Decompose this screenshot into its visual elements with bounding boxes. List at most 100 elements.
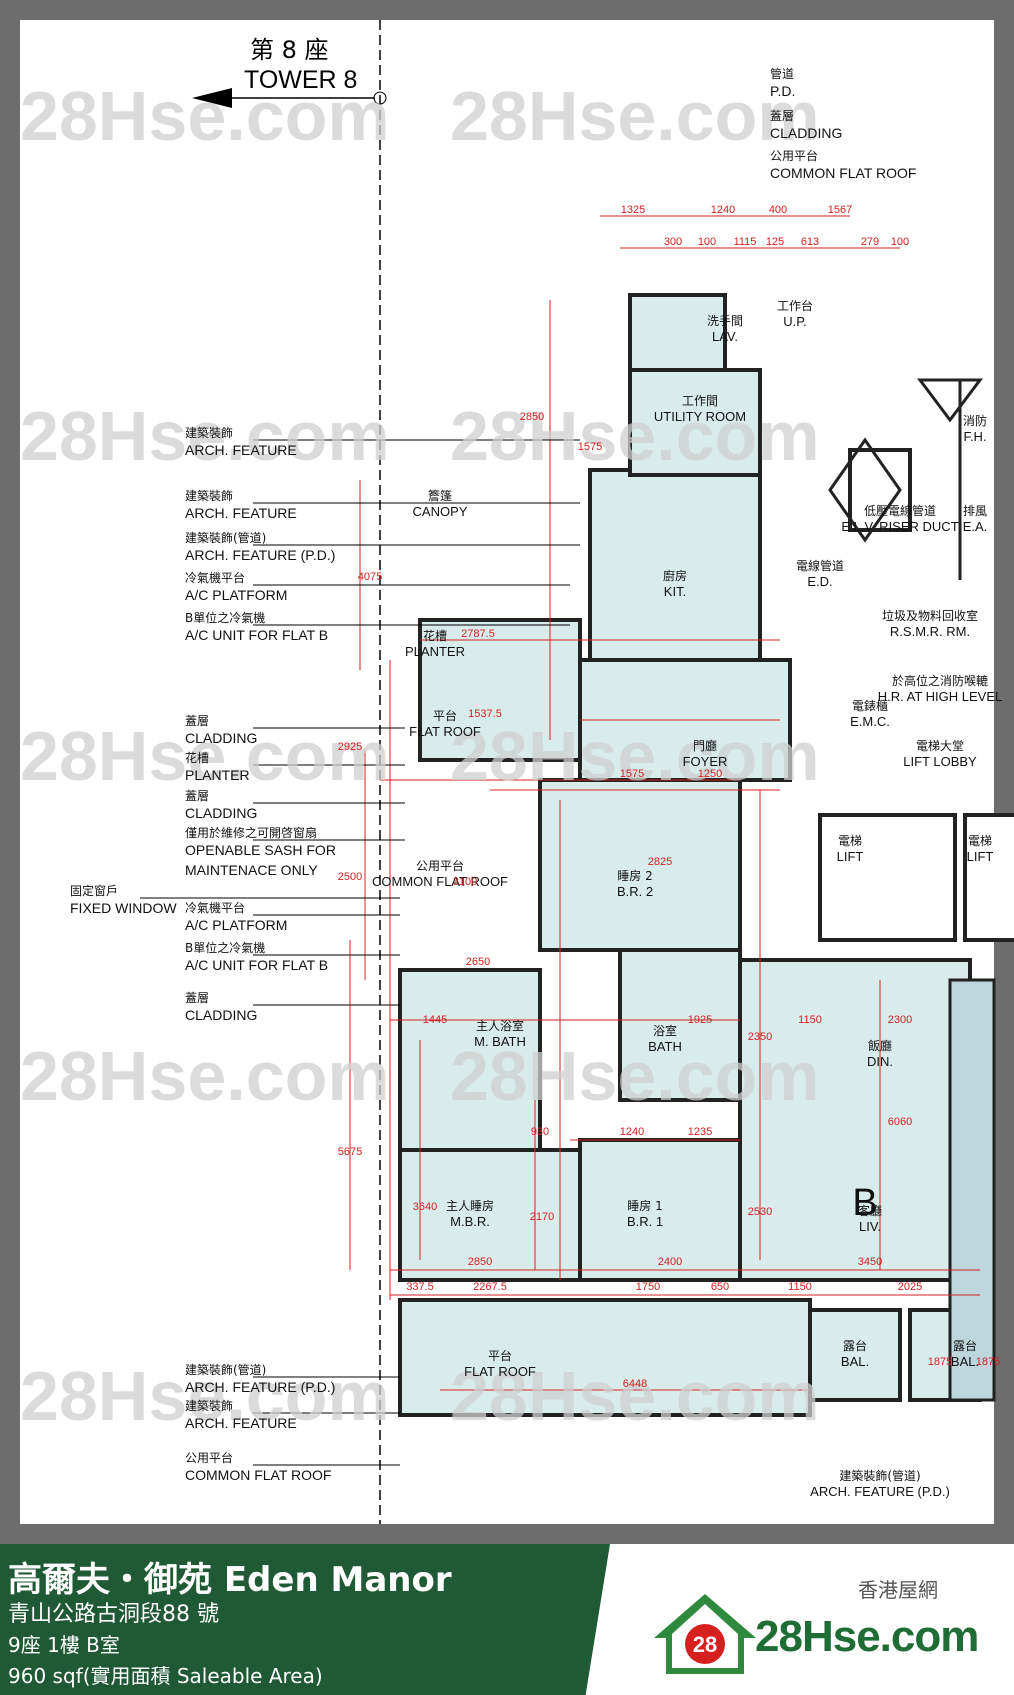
label-cn: 冷氣機平台 [185,900,245,915]
label-cn: 蓋層 [770,109,794,123]
tower-label-cn: 第 8 座 [250,36,329,64]
room-label-cn: 消防 [963,413,987,428]
watermark-text: 28Hse.com [450,1037,820,1115]
watermark-text: 28Hse.com [450,397,820,475]
dimension-label: 2170 [530,1211,554,1223]
house-logo-icon: 28 [654,1594,756,1674]
unit-info: 9座 1樓 B室 [8,1633,120,1657]
label-en: FIXED WINDOW [70,900,177,916]
room-label-cn: 飯廳 [868,1038,892,1053]
dimension-label: 1240 [711,204,735,216]
room-label-cn: 電梯 [838,834,862,848]
dimension-label: 2650 [466,956,490,968]
dimension-label: 2350 [748,1031,772,1043]
dimension-label: 2850 [468,1256,492,1268]
unit-b-rooms [398,293,982,1417]
room-label-en: ARCH. FEATURE (P.D.) [810,1484,950,1499]
room-label-cn: 露台 [843,1338,867,1353]
watermark-text: 28Hse.com [450,717,820,795]
watermark-text: 28Hse.com [20,1357,390,1435]
dimension-label: 1575 [620,768,644,780]
svg-text:28: 28 [693,1632,717,1657]
dimension-label: 5675 [338,1146,362,1158]
brand-name: 28Hse.com [755,1612,979,1661]
label-en: ARCH. FEATURE (P.D.) [185,1379,335,1395]
label-en: CLADDING [770,125,842,141]
room-label-en: LIV. [859,1219,881,1234]
dimension-label: 2400 [658,1256,682,1268]
room-label-en: CANOPY [413,504,468,519]
dimension-label: 2925 [338,741,362,753]
bedroom2-area [538,778,742,952]
leader-lines [140,439,580,1466]
label-en: PLANTER [185,767,250,783]
brand-cn: 香港屋網 [858,1578,938,1602]
dimension-label: 3100 [453,876,477,888]
dimension-lines [349,215,980,1391]
balcony-1 [808,1308,902,1402]
utility-area [628,368,762,477]
room-label-cn: 簷篷 [428,488,452,503]
room-label-cn: 主人睡房 [446,1198,494,1213]
room-label-cn: 電錶櫃 [852,698,888,713]
room-label-cn: 廚房 [663,568,687,583]
label-cn: 蓋層 [185,991,209,1005]
arrow-left-icon [192,88,232,108]
room-label-en: H.R. AT HIGH LEVEL [878,689,1003,704]
room-label-en: M.B.R. [450,1214,490,1229]
room-label-en: FLAT ROOF [409,724,481,739]
dimension-label: 1750 [636,1281,660,1293]
label-en: P.D. [770,83,795,99]
room-label-cn: 電線管道 [796,558,844,573]
dimension-label: 613 [801,236,819,248]
room-label-en: B.R. 2 [617,884,653,899]
room-label-en: BATH [648,1039,682,1054]
label-cn: 蓋層 [185,714,209,728]
dimension-label: 3640 [413,1201,437,1213]
estate-address: 青山公路古洞段88 號 [8,1602,219,1627]
room-label-cn: 浴室 [653,1023,677,1038]
label-en: A/C PLATFORM [185,917,287,933]
watermark-text: 28Hse.com [20,77,390,155]
dimension-label: 1875 [928,1356,952,1368]
label-cn: B單位之冷氣機 [185,610,265,625]
saleable-area: 960 sqf(實用面積 Saleable Area) [8,1664,323,1688]
label-cn: 固定窗戶 [70,883,118,898]
dimension-label: 1150 [788,1281,812,1293]
room-label-en: U.P. [783,314,807,329]
dimension-label: 1150 [798,1014,822,1026]
room-label-en: LIFT [967,849,994,864]
label-en: CLADDING [185,730,257,746]
label-en: CLADDING [185,1007,257,1023]
dimension-label: 2500 [338,871,362,883]
room-label-en: COMMON FLAT ROOF [372,874,508,889]
room-label-cn: 於高位之消防喉轆 [892,673,988,688]
dimension-label: 4075 [358,571,382,583]
dimension-label: 1925 [688,1014,712,1026]
room-label-en: KIT. [664,584,686,599]
room-label-cn: 平台 [433,708,457,723]
room-label-cn: 垃圾及物料回收室 [882,608,978,623]
dimension-label: 300 [664,236,682,248]
label-en: ARCH. FEATURE [185,1415,297,1431]
floor-plan: 第 8 座 TOWER 8 [20,20,1014,1524]
dimension-label: 2025 [898,1281,922,1293]
room-label-en: E.M.C. [850,714,890,729]
watermark-text: 28Hse.com [20,1037,390,1115]
dimension-label: 2530 [748,1206,772,1218]
label-en: OPENABLE SASH FOR [185,842,336,858]
label-en: ARCH. FEATURE (P.D.) [185,547,335,563]
room-label-en: B.R. 1 [627,1214,663,1229]
room-label-en: BAL. [951,1354,979,1369]
label-cn: 公用平台 [770,148,818,163]
dimension-label: 2267.5 [473,1281,507,1293]
dimension-label: 400 [769,204,787,216]
dimension-label: 100 [698,236,716,248]
label-en: COMMON FLAT ROOF [770,165,916,181]
watermark-text: 28Hse.com [20,717,390,795]
watermark-text: 28Hse.com [450,77,820,155]
room-label-en: FOYER [683,754,728,769]
room-label-en: M. BATH [474,1034,526,1049]
